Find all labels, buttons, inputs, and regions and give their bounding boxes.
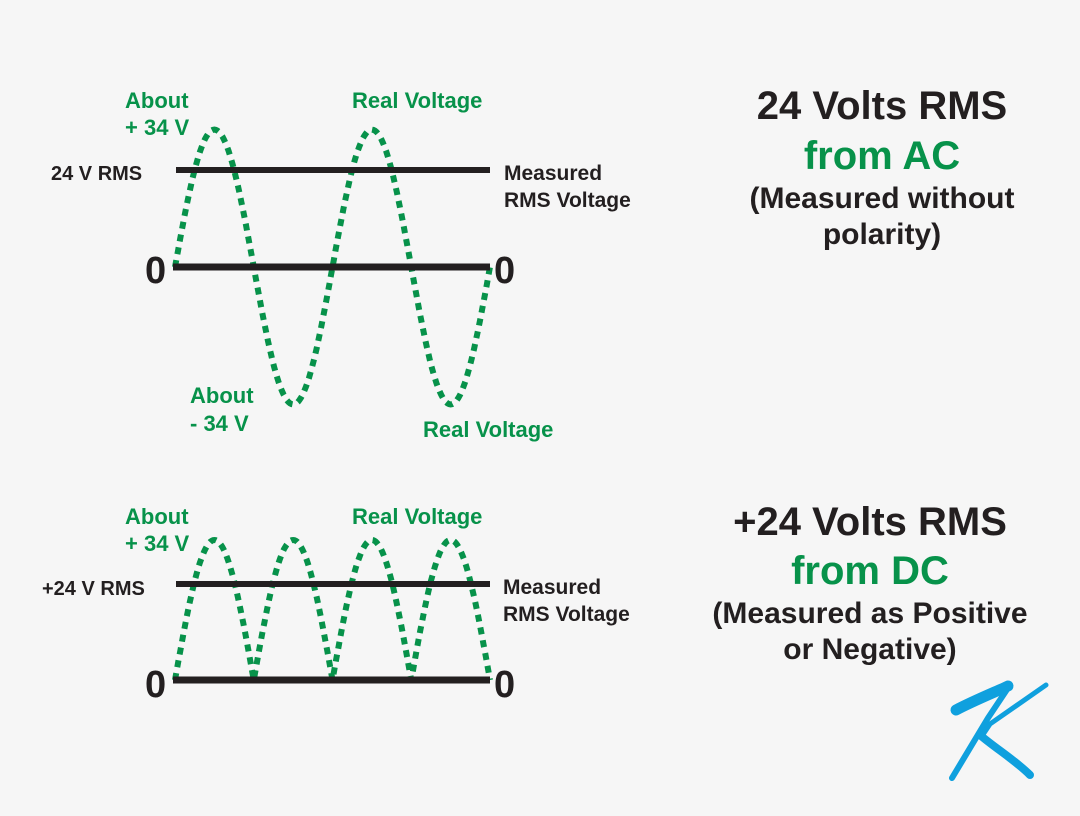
k-logo (949, 680, 1049, 781)
dc-peak-label-2: + 34 V (125, 531, 190, 556)
ac-peak-label-1: About (125, 88, 189, 113)
dc-zero-right: 0 (494, 664, 515, 706)
dc-diagram: About + 34 V Real Voltage +24 V RMS Meas… (42, 504, 630, 706)
ac-diagram: About + 34 V Real Voltage About - 34 V R… (51, 88, 631, 442)
dc-zero-left: 0 (145, 664, 166, 706)
dc-title: +24 Volts RMS from DC (Measured as Posit… (712, 500, 1027, 666)
ac-title-line-3: (Measured without (749, 182, 1014, 215)
ac-rms-label: 24 V RMS (51, 163, 142, 185)
dc-rms-label: +24 V RMS (42, 578, 145, 600)
dc-measured-2: RMS Voltage (503, 603, 630, 626)
ac-title-line-4: polarity) (823, 218, 941, 251)
dc-title-line-4: or Negative) (783, 633, 956, 666)
ac-title-line-1: 24 Volts RMS (757, 84, 1007, 128)
ac-zero-left: 0 (145, 250, 166, 292)
dc-measured-1: Measured (503, 576, 601, 599)
ac-title-line-2: from AC (804, 134, 960, 178)
dc-rectified-wave (172, 536, 493, 681)
ac-sine-wave (172, 126, 493, 408)
ac-measured-1: Measured (504, 162, 602, 185)
dc-title-line-2: from DC (791, 549, 949, 593)
ac-trough-label-2: - 34 V (190, 411, 249, 436)
ac-title: 24 Volts RMS from AC (Measured without p… (749, 84, 1014, 251)
ac-measured-2: RMS Voltage (504, 189, 631, 212)
ac-real-voltage-bottom: Real Voltage (423, 417, 553, 442)
ac-zero-right: 0 (494, 250, 515, 292)
dc-title-line-3: (Measured as Positive (712, 597, 1027, 630)
ac-real-voltage-top: Real Voltage (352, 88, 482, 113)
ac-peak-label-2: + 34 V (125, 115, 190, 140)
dc-title-line-1: +24 Volts RMS (733, 500, 1007, 544)
dc-peak-label-1: About (125, 504, 189, 529)
ac-trough-label-1: About (190, 383, 254, 408)
dc-real-voltage: Real Voltage (352, 504, 482, 529)
